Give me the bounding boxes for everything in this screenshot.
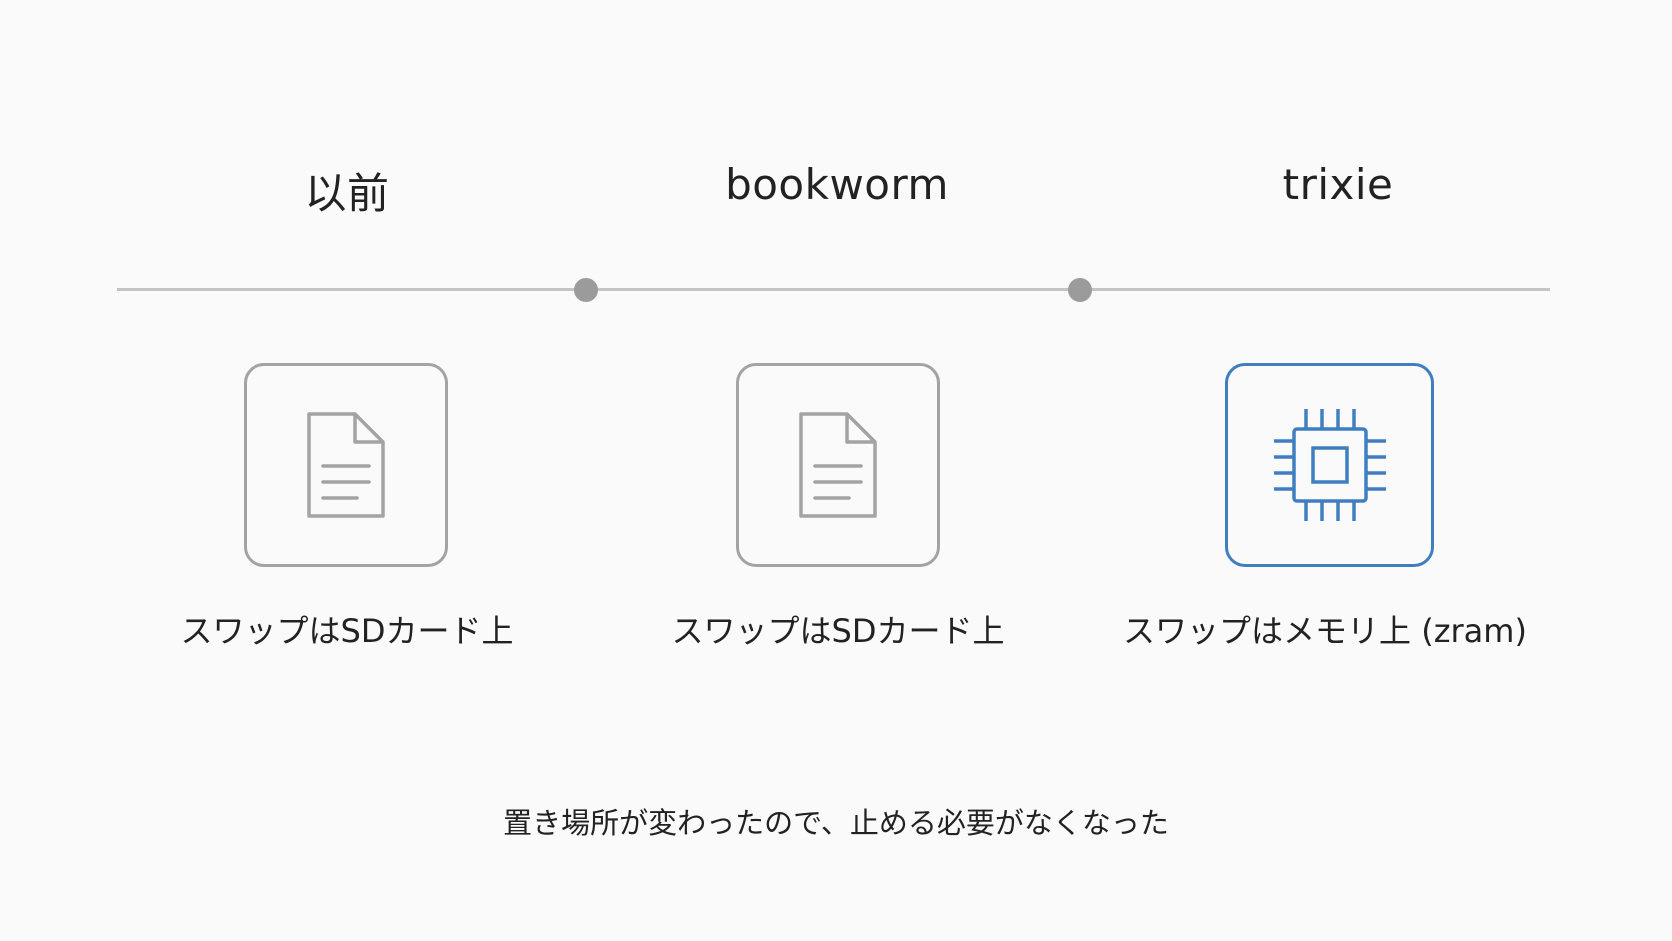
stage-caption-bookworm: スワップはSDカード上 [671,612,1005,650]
memory-chip-icon [1273,409,1386,521]
timeline-dot-trixie [1068,278,1092,302]
document-icon [307,412,385,518]
timeline-line [117,288,1550,291]
stage-title-bookworm: bookworm [725,160,949,209]
stage-caption-before: スワップはSDカード上 [180,612,514,650]
conclusion-text: 置き場所が変わったので、止める必要がなくなった [503,806,1169,840]
stage-icon-box-before [244,363,448,567]
stage-icon-box-trixie [1225,363,1434,567]
timeline-dot-bookworm [574,278,598,302]
stage-caption-trixie: スワップはメモリ上 (zram) [1123,612,1527,650]
stage-title-before: 以前 [304,169,390,218]
stage-icon-box-bookworm [736,363,940,567]
stage-title-trixie: trixie [1282,160,1394,209]
document-icon [799,412,877,518]
